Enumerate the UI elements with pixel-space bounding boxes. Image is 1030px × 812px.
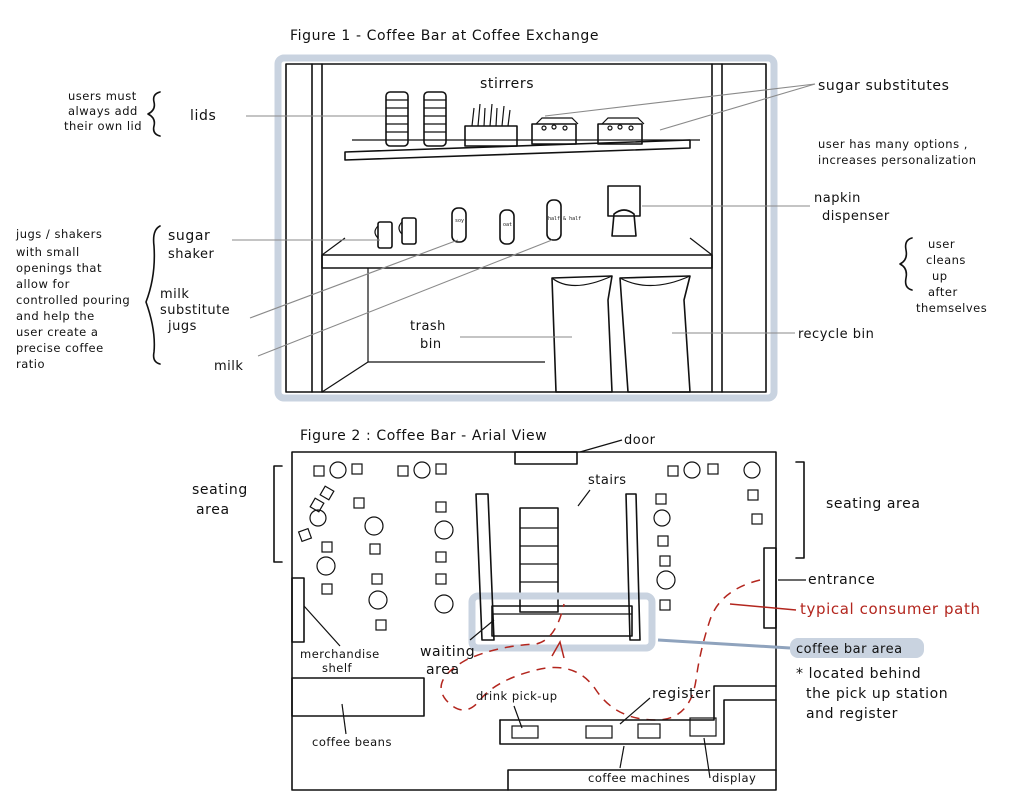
napkin-dispenser [607,185,641,237]
door [514,451,578,465]
label-coffee-machines: coffee machines [588,771,690,785]
label-entrance: entrance [808,572,875,588]
back-counter [507,769,777,791]
figure2-title: Figure 2 : Coffee Bar - Arial View [300,428,547,444]
label-jugs-7: user create a [16,325,98,339]
label-recycle-bin: recycle bin [798,327,874,342]
label-milk-sub-2: substitute [160,303,230,318]
label-bar-note-1: * located behind [796,666,921,682]
label-sugar-substitutes: sugar substitutes [818,78,950,94]
label-lids-note-3: their own lid [64,119,142,133]
label-clean-5: themselves [916,301,987,315]
label-lids-note-1: users must [68,89,137,103]
label-trash-2: bin [420,337,442,352]
clean-brace [899,237,913,291]
label-napkin-2: dispenser [822,209,890,224]
label-milk-sub-3: jugs [167,319,197,334]
label-register: register [652,686,711,702]
label-waiting-2: area [426,662,460,678]
seating-left-bracket [273,465,283,563]
label-jugs-1: jugs / shakers [15,227,102,241]
lids-brace [147,91,161,137]
label-merch-2: shelf [322,661,353,675]
label-lids: lids [190,108,216,124]
label-merch-1: merchandise [300,647,380,661]
seating-tables-left [297,461,454,631]
label-clean-4: after [928,285,958,299]
counter-shelf [321,254,713,269]
milk-jug [546,199,562,241]
label-jugs-2: with small [16,245,80,259]
label-bar-note-3: and register [806,706,898,722]
label-clean-1: user [928,237,955,251]
svg-text:oat: oat [503,222,512,228]
bar-area-leader [657,638,791,650]
svg-text:half & half: half & half [548,216,581,222]
label-lids-note-2: always add [68,104,138,118]
label-seating-left-1: seating [192,482,248,498]
label-door: door [624,433,656,448]
label-bar-area: coffee bar area [796,642,903,657]
label-drink-pickup: drink pick-up [476,689,558,703]
jugs-brace [145,225,161,365]
label-jugs-4: allow for [16,277,70,291]
label-stairs: stairs [588,473,627,488]
figure1-frame-highlight [274,54,778,402]
bar-area-label-bg [790,638,924,658]
label-waiting-1: waiting [420,644,475,660]
label-display: display [712,771,756,785]
label-sugar-shaker-1: sugar [168,228,210,244]
label-options-note-2: increases personalization [818,153,977,167]
label-seating-right: seating area [826,496,921,512]
label-napkin-1: napkin [814,191,861,206]
label-jugs-5: controlled pouring [16,293,130,307]
sugar-substitute-trays [531,117,645,145]
label-jugs-9: ratio [16,357,45,371]
seating-tables-right [653,461,763,611]
label-jugs-8: precise coffee [16,341,104,355]
label-clean-2: cleans [926,253,966,267]
register-station [585,725,613,739]
figure1-title: Figure 1 - Coffee Bar at Coffee Exchange [290,28,599,44]
label-trash-1: trash [410,319,446,334]
recycle-bin-shape [619,275,691,393]
label-consumer-path: typical consumer path [800,600,981,618]
label-clean-3: up [932,269,948,283]
coffee-bar-area-highlight [468,592,656,652]
coffee-beans-shelf [291,677,425,717]
label-seating-left-2: area [196,502,230,518]
merchandise-shelf [291,577,305,643]
stirrers-holder [464,103,518,147]
label-bar-note-2: the pick up station [806,686,948,702]
service-counter [499,685,777,745]
svg-text:soy: soy [455,218,464,224]
consumer-path [440,579,761,721]
label-milk: milk [214,359,243,374]
display-case [689,717,717,737]
label-coffee-beans: coffee beans [312,735,392,749]
seating-right-bracket [795,461,805,559]
label-options-note-1: user has many options , [818,137,968,151]
label-stirrers: stirrers [480,76,534,92]
label-sugar-shaker-2: shaker [168,247,215,262]
entrance-door [763,547,777,629]
sugar-shaker-jugs [374,217,417,249]
label-jugs-3: openings that [16,261,102,275]
label-jugs-6: and help the [16,309,95,323]
path-leader [729,603,797,611]
lids-stack [385,91,447,147]
label-milk-sub-1: milk [160,287,189,302]
trash-bin [551,275,613,393]
path-arrowhead [551,640,565,659]
pickup-station [511,725,539,739]
milk-substitute-jugs: soy oat half & half [451,199,581,245]
coffee-bar-cabinet [285,63,767,393]
